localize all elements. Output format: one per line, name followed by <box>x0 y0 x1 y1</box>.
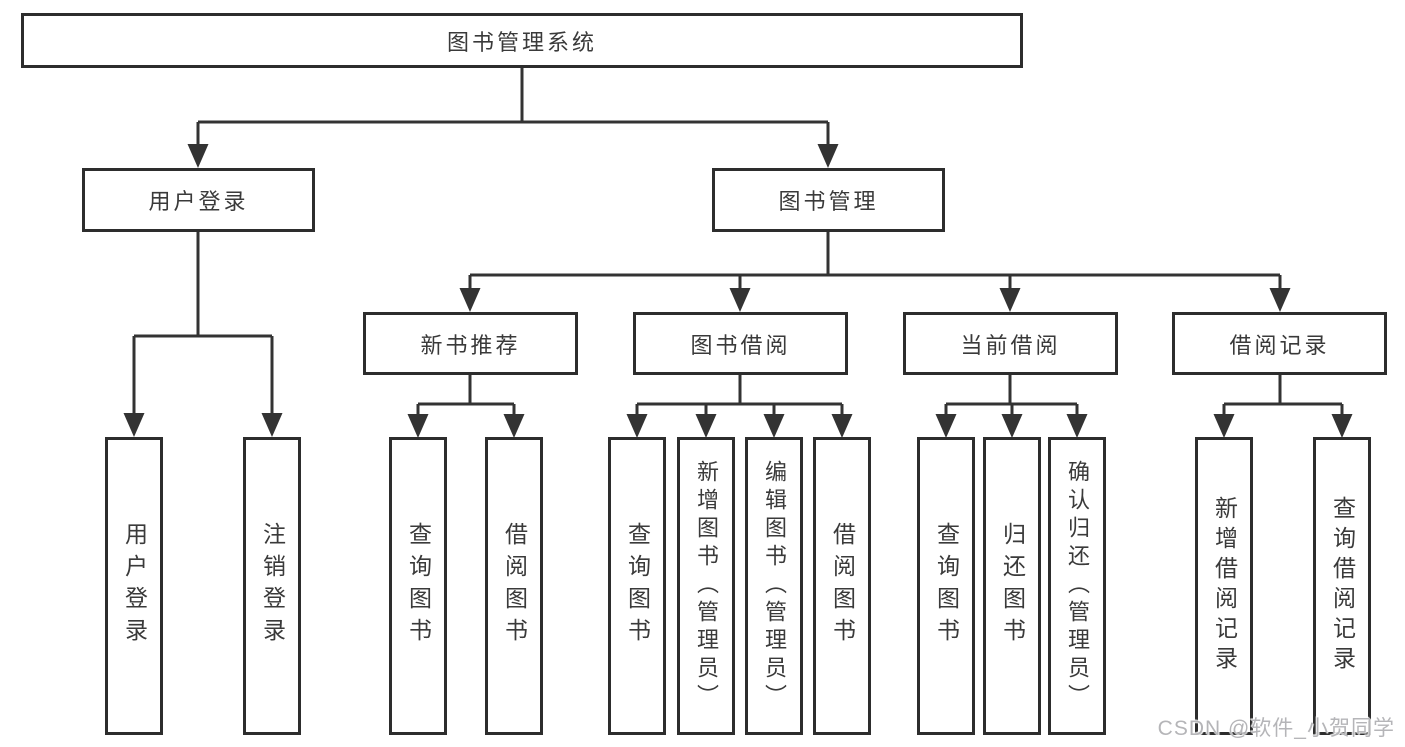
node-new-book-recommend: 新书推荐 <box>363 312 578 375</box>
leaf-confirm-return-admin: 确认归还（管理员） <box>1048 437 1106 735</box>
leaf-query-books-current: 查询图书 <box>917 437 975 735</box>
node-user-login: 用户登录 <box>82 168 315 232</box>
leaf-add-book-admin-label: 新增图书（管理员） <box>694 460 719 712</box>
node-current-borrow: 当前借阅 <box>903 312 1118 375</box>
leaf-query-books-borrow-label: 查询图书 <box>624 522 651 650</box>
leaf-logout-label: 注销登录 <box>259 522 286 650</box>
leaf-query-borrow-record: 查询借阅记录 <box>1313 437 1371 735</box>
leaf-query-books-borrow: 查询图书 <box>608 437 666 735</box>
leaf-user-login-label: 用户登录 <box>121 522 148 650</box>
node-book-management: 图书管理 <box>712 168 945 232</box>
leaf-borrow-books-recommend-label: 借阅图书 <box>501 522 528 650</box>
leaf-return-book: 归还图书 <box>983 437 1041 735</box>
csdn-watermark: CSDN @软件_小贺同学 <box>1157 717 1395 740</box>
leaf-add-borrow-record-label: 新增借阅记录 <box>1211 496 1238 676</box>
leaf-logout: 注销登录 <box>243 437 301 735</box>
leaf-add-borrow-record: 新增借阅记录 <box>1195 437 1253 735</box>
leaf-edit-book-admin-label: 编辑图书（管理员） <box>762 460 787 712</box>
arrowheads <box>123 144 1353 438</box>
node-library-management-system: 图书管理系统 <box>21 13 1023 68</box>
leaf-user-login: 用户登录 <box>105 437 163 735</box>
leaf-borrow-books-recommend: 借阅图书 <box>485 437 543 735</box>
node-borrow-records: 借阅记录 <box>1172 312 1387 375</box>
leaf-borrow-books-label: 借阅图书 <box>829 522 856 650</box>
leaf-query-borrow-record-label: 查询借阅记录 <box>1329 496 1356 676</box>
leaf-confirm-return-admin-label: 确认归还（管理员） <box>1065 460 1090 712</box>
leaf-add-book-admin: 新增图书（管理员） <box>677 437 735 735</box>
node-book-borrow: 图书借阅 <box>633 312 848 375</box>
leaf-borrow-books: 借阅图书 <box>813 437 871 735</box>
leaf-return-book-label: 归还图书 <box>999 522 1026 650</box>
leaf-query-books-current-label: 查询图书 <box>933 522 960 650</box>
leaf-query-books-recommend: 查询图书 <box>389 437 447 735</box>
leaf-edit-book-admin: 编辑图书（管理员） <box>745 437 803 735</box>
leaf-query-books-recommend-label: 查询图书 <box>405 522 432 650</box>
